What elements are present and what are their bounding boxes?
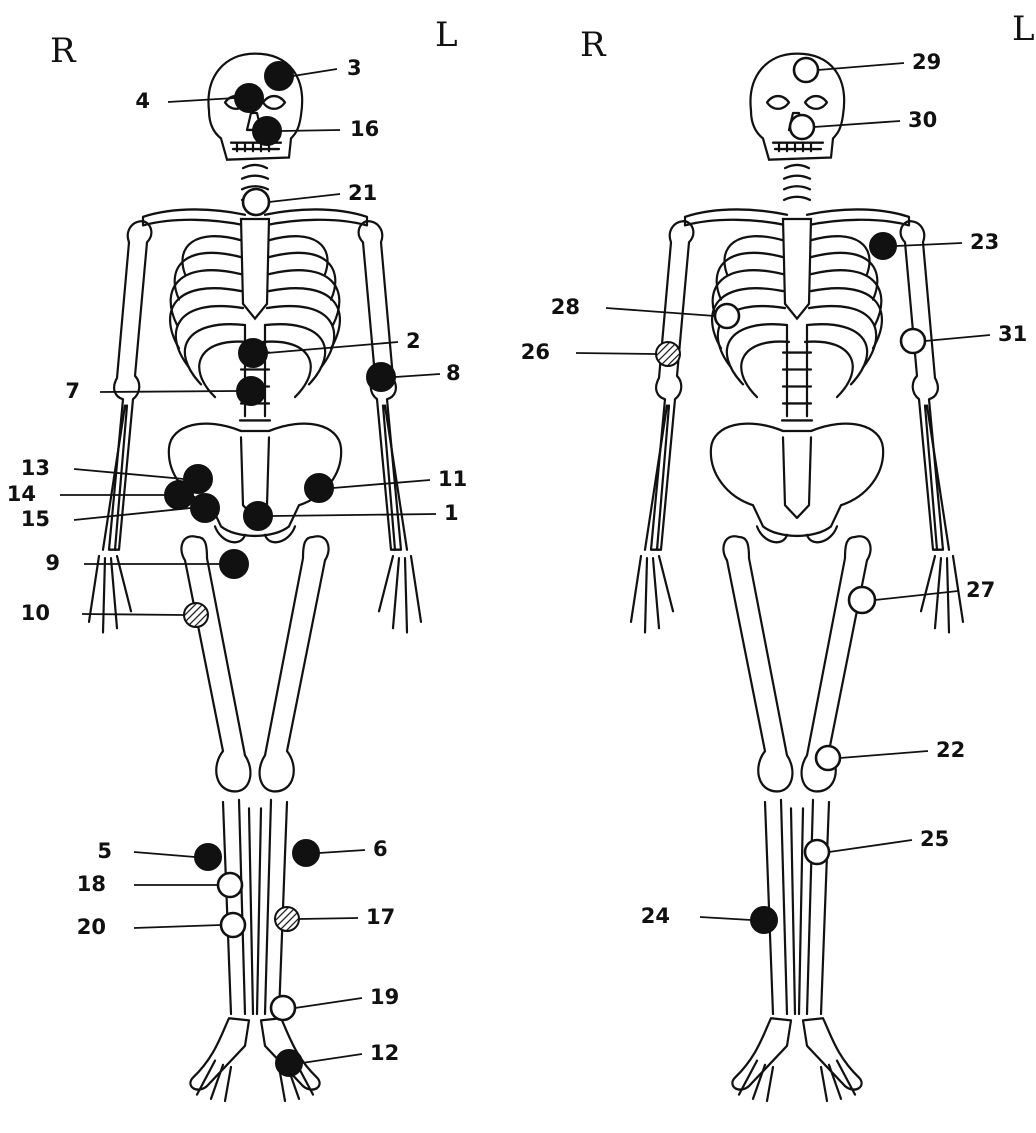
- marker-5-label: 5: [97, 839, 112, 863]
- right-panel-left-side-label: L: [1012, 9, 1035, 49]
- marker-18-label: 18: [77, 872, 106, 896]
- marker-10-hatched: [184, 603, 208, 627]
- marker-21-open: [243, 189, 269, 215]
- marker-7-filled: [237, 377, 265, 405]
- marker-20-leader-line: [134, 925, 221, 928]
- marker-21-label: 21: [348, 181, 377, 205]
- marker-26-label: 26: [521, 340, 550, 364]
- marker-23-label: 23: [970, 230, 999, 254]
- marker-7-label: 7: [65, 379, 80, 403]
- marker-16-leader-line: [281, 130, 340, 131]
- marker-22-label: 22: [936, 738, 965, 762]
- marker-16-filled: [253, 117, 281, 145]
- marker-6-filled: [293, 840, 319, 866]
- marker-25-open: [805, 840, 829, 864]
- marker-18-open: [218, 873, 242, 897]
- right-skeleton: [631, 54, 963, 1101]
- marker-5-filled: [195, 844, 221, 870]
- marker-21-leader-line: [269, 194, 340, 202]
- marker-4-filled: [235, 84, 263, 112]
- marker-12-label: 12: [370, 1041, 399, 1065]
- marker-17-hatched: [275, 907, 299, 931]
- marker-24-leader-line: [700, 917, 751, 920]
- marker-24-filled: [751, 907, 777, 933]
- right-panel-right-side-label: R: [580, 25, 607, 65]
- marker-2-label: 2: [406, 329, 421, 353]
- marker-4-label: 4: [135, 89, 150, 113]
- marker-8-filled: [367, 363, 395, 391]
- marker-8-leader-line: [395, 374, 440, 377]
- marker-6-label: 6: [373, 837, 388, 861]
- marker-17-label: 17: [366, 905, 395, 929]
- marker-30-open: [790, 115, 814, 139]
- marker-28-open: [715, 304, 739, 328]
- marker-28-leader-line: [606, 308, 715, 316]
- marker-3-leader-line: [293, 69, 337, 76]
- marker-15-leader-line: [74, 508, 191, 520]
- marker-9-label: 9: [45, 551, 60, 575]
- marker-8-label: 8: [446, 361, 461, 385]
- marker-23-filled: [870, 233, 896, 259]
- marker-1-leader-line: [272, 514, 436, 516]
- marker-31-open: [901, 329, 925, 353]
- marker-13-label: 13: [21, 456, 50, 480]
- marker-15-label: 15: [21, 507, 50, 531]
- marker-25-label: 25: [920, 827, 949, 851]
- marker-3-label: 3: [347, 56, 362, 80]
- marker-7-leader-line: [100, 391, 237, 392]
- marker-29-open: [794, 58, 818, 82]
- marker-12-filled: [276, 1050, 302, 1076]
- marker-30-label: 30: [908, 108, 937, 132]
- marker-9-filled: [220, 550, 248, 578]
- marker-1-label: 1: [444, 501, 459, 525]
- marker-19-label: 19: [370, 985, 399, 1009]
- marker-6-leader-line: [319, 850, 365, 853]
- marker-15-filled: [191, 494, 219, 522]
- marker-12-leader-line: [302, 1054, 362, 1063]
- marker-11-leader-line: [333, 480, 430, 488]
- marker-25-leader-line: [829, 840, 912, 852]
- marker-16-label: 16: [350, 117, 379, 141]
- marker-27-open: [849, 587, 875, 613]
- marker-31-leader-line: [925, 335, 990, 341]
- marker-20-label: 20: [77, 915, 106, 939]
- marker-14-label: 14: [7, 482, 36, 506]
- marker-3-filled: [265, 62, 293, 90]
- marker-2-filled: [239, 339, 267, 367]
- marker-22-leader-line: [840, 751, 928, 758]
- marker-31-label: 31: [998, 322, 1027, 346]
- marker-5-leader-line: [134, 852, 195, 857]
- left-panel-right-side-label: R: [50, 31, 77, 71]
- marker-17-leader-line: [299, 918, 358, 919]
- marker-26-hatched: [656, 342, 680, 366]
- marker-29-label: 29: [912, 50, 941, 74]
- marker-10-label: 10: [21, 601, 50, 625]
- left-panel-left-side-label: L: [435, 15, 458, 55]
- marker-24-label: 24: [641, 904, 670, 928]
- marker-14-filled: [165, 481, 193, 509]
- marker-11-filled: [305, 474, 333, 502]
- marker-19-open: [271, 996, 295, 1020]
- marker-11-label: 11: [438, 467, 467, 491]
- marker-28-label: 28: [551, 295, 580, 319]
- marker-1-filled: [244, 502, 272, 530]
- marker-26-leader-line: [576, 353, 656, 354]
- marker-27-leader-line: [875, 591, 958, 600]
- marker-13-leader-line: [74, 469, 184, 479]
- marker-19-leader-line: [295, 998, 362, 1008]
- marker-10-leader-line: [82, 614, 184, 615]
- marker-22-open: [816, 746, 840, 770]
- marker-27-label: 27: [966, 578, 995, 602]
- marker-20-open: [221, 913, 245, 937]
